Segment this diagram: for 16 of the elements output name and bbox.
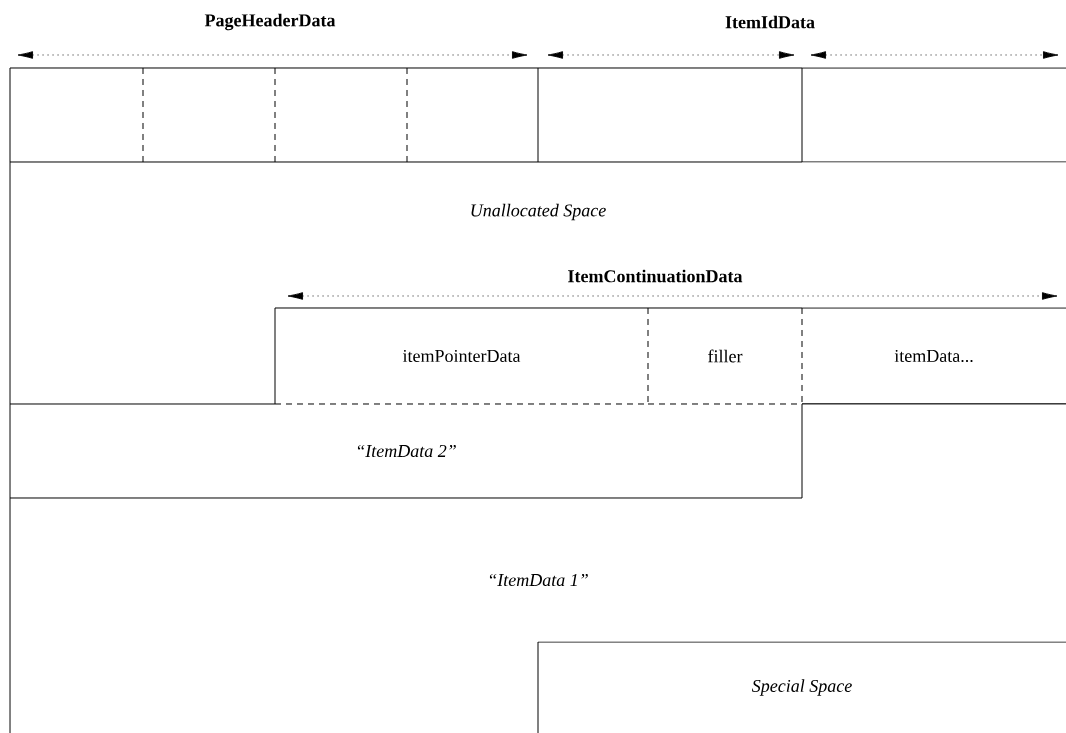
field-box: “ItemData 2” — [9, 403, 803, 499]
dimension-label: ItemIdData — [725, 15, 815, 29]
field-box: itemPointerData — [274, 307, 649, 405]
header-cell — [406, 67, 539, 163]
header-cell — [801, 67, 1066, 163]
dimension-label: ItemContinuationData — [568, 269, 743, 283]
region-label: “ItemData 1” — [489, 573, 588, 587]
header-cell — [9, 67, 144, 163]
field-box: filler — [647, 307, 803, 405]
dimension-label: PageHeaderData — [204, 13, 336, 31]
header-cell — [274, 67, 408, 163]
field-box: Special Space — [537, 641, 1066, 733]
header-cell — [537, 67, 803, 163]
header-cell — [142, 67, 276, 163]
field-box: itemData... — [801, 307, 1066, 405]
region-label: Unallocated Space — [471, 203, 606, 221]
